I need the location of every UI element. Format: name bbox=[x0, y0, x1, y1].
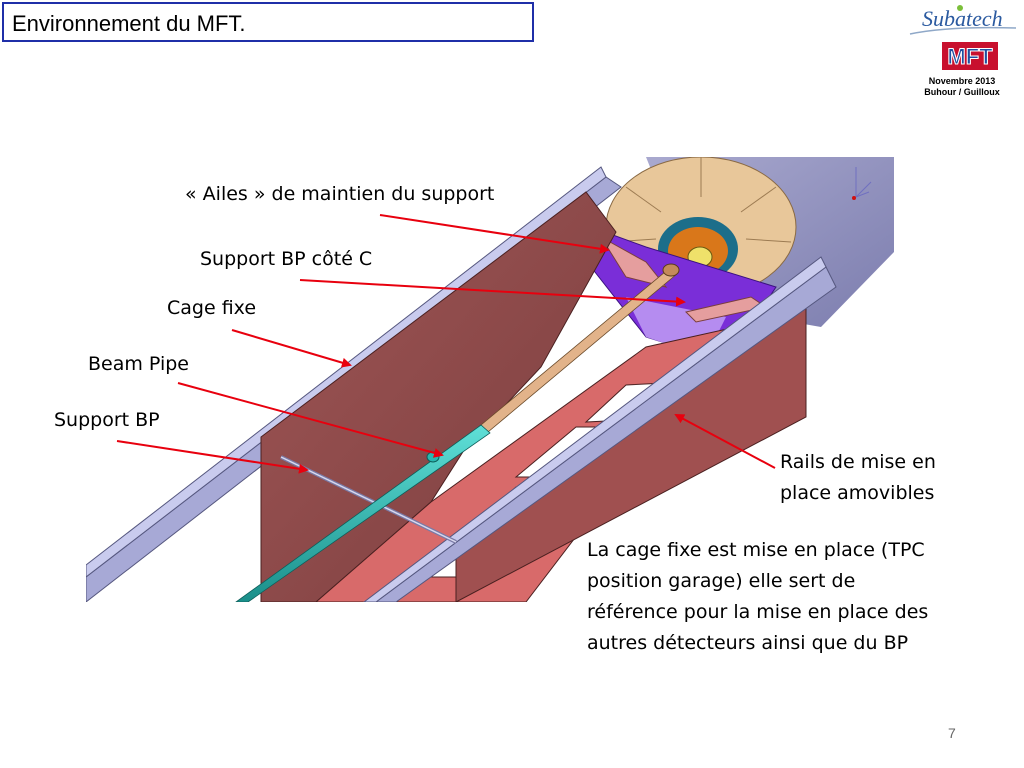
label-ailes: « Ailes » de maintien du support bbox=[185, 183, 495, 205]
beam-pipe-teal bbox=[235, 424, 491, 602]
label-rails: Rails de mise en place amovibles bbox=[780, 447, 936, 509]
page-number: 7 bbox=[948, 725, 956, 741]
description-line2: position garage) elle sert de bbox=[587, 570, 856, 592]
logo-meta: Novembre 2013 Buhour / Guilloux bbox=[900, 76, 1024, 98]
description-line1: La cage fixe est mise en place (TPC bbox=[587, 539, 925, 561]
logo-area: Subatech MFT Novembre 2013 Buhour / Guil… bbox=[900, 0, 1024, 110]
logo-authors: Buhour / Guilloux bbox=[924, 87, 1000, 97]
description-line3: référence pour la mise en place des bbox=[587, 601, 929, 623]
label-rails-line2: place amovibles bbox=[780, 482, 935, 504]
label-support-bp: Support BP bbox=[54, 409, 160, 431]
mft-logo-text: MFT bbox=[947, 44, 993, 69]
label-beam-pipe: Beam Pipe bbox=[88, 353, 189, 375]
title-box: Environnement du MFT. bbox=[2, 2, 534, 42]
axis-triad-icon bbox=[852, 167, 872, 200]
logo-date: Novembre 2013 bbox=[928, 76, 996, 86]
description-text: La cage fixe est mise en place (TPC posi… bbox=[587, 535, 928, 659]
description-line4: autres détecteurs ainsi que du BP bbox=[587, 632, 909, 654]
label-rails-line1: Rails de mise en bbox=[780, 451, 936, 473]
mft-logo: MFT bbox=[942, 42, 998, 70]
label-cage-fixe: Cage fixe bbox=[167, 297, 257, 319]
label-support-bp-c: Support BP côté C bbox=[200, 248, 373, 270]
subatech-logo: Subatech bbox=[909, 5, 1017, 35]
subatech-logo-text: Subatech bbox=[922, 6, 1003, 31]
rail-right-top bbox=[363, 256, 827, 602]
slide-title: Environnement du MFT. bbox=[12, 11, 246, 36]
